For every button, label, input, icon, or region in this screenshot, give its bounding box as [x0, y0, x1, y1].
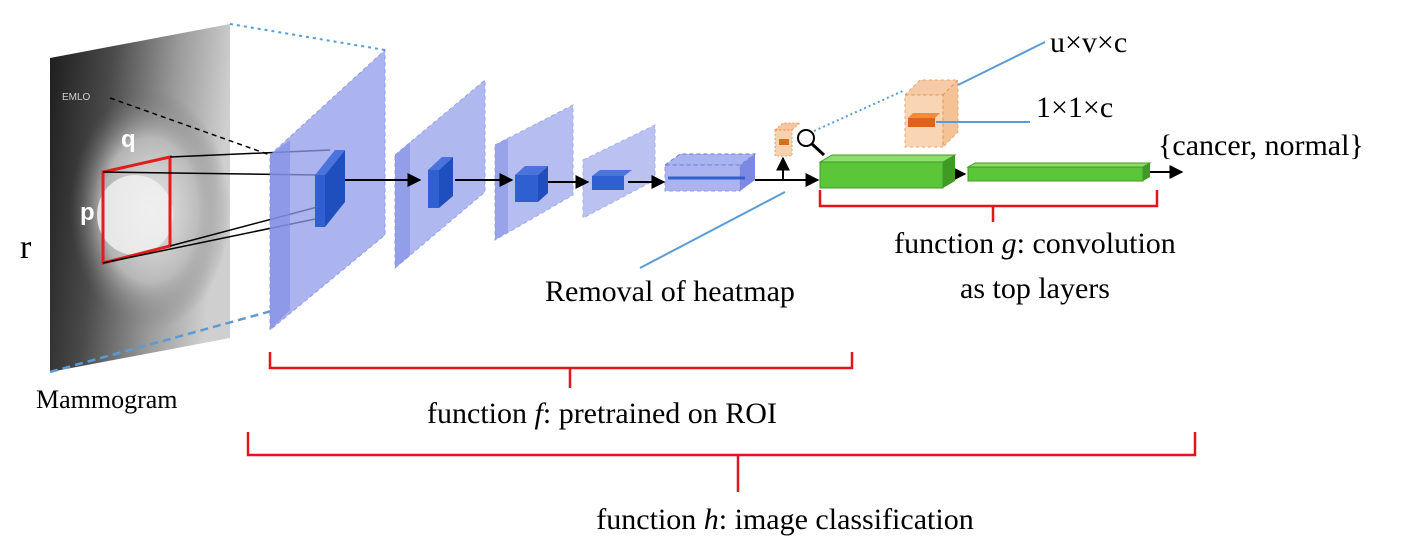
mammogram-view-tag: EMLO — [62, 92, 91, 103]
label-removal-of-heatmap: Removal of heatmap — [545, 275, 795, 308]
heatmap-cube-zoom — [813, 78, 960, 149]
conv-layer-2 — [394, 78, 486, 270]
label-function-g-line2: as top layers — [960, 272, 1110, 305]
conv-layer-5 — [663, 153, 757, 192]
label-function-h: function h: image classification — [596, 503, 973, 536]
conv-layer-3 — [494, 104, 574, 241]
label-function-f: function f: pretrained on ROI — [427, 397, 777, 430]
label-uvc: u×v×c — [1050, 26, 1127, 59]
heatmap-cube-small — [773, 122, 802, 157]
mammogram-image: EMLO q p — [50, 24, 230, 372]
label-r: r — [20, 229, 32, 266]
label-1x1xc: 1×1×c — [1036, 91, 1113, 124]
callout-lines — [639, 41, 1046, 269]
brace-function-f — [268, 352, 854, 388]
conv-layer-1 — [269, 48, 386, 332]
label-mammogram: Mammogram — [36, 385, 178, 414]
brace-function-g — [818, 190, 1159, 222]
label-output-classes: {cancer, normal} — [1158, 129, 1364, 162]
dense-layer-1 — [818, 154, 957, 189]
conv-layer-4 — [582, 124, 656, 219]
label-function-g: function g: convolution — [894, 227, 1176, 260]
roi-label-p: p — [80, 199, 95, 226]
dense-layer-2 — [966, 162, 1152, 182]
magnifier-icon — [797, 129, 826, 157]
brace-function-h — [246, 432, 1197, 492]
roi-label-q: q — [121, 126, 136, 153]
